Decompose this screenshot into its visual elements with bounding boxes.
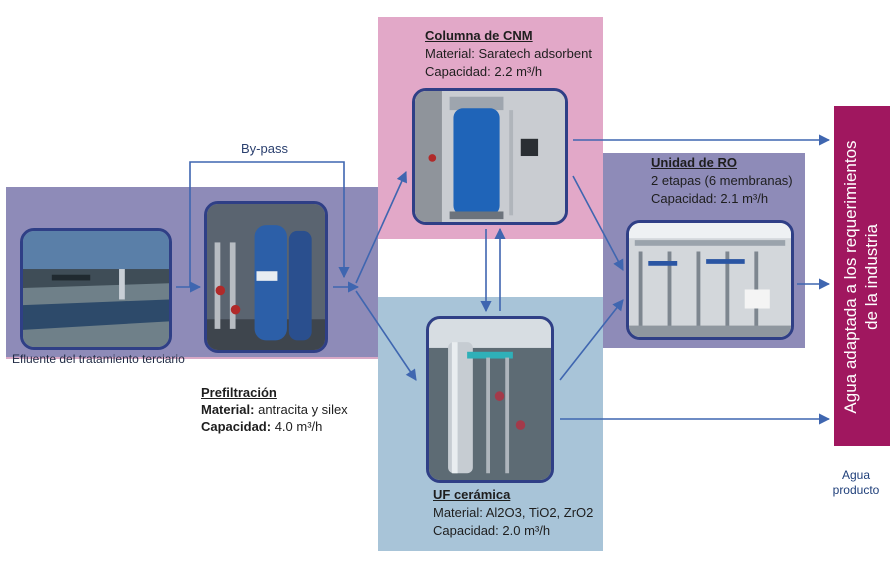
arrow-uf-to-ro [559,299,624,381]
uf-title: UF cerámica [433,487,511,502]
uf-ceramic-photo [426,316,554,483]
effluent-label: Efluente del tratamiento terciario [12,352,185,366]
ro-unit-photo [626,220,794,340]
product-bar [834,106,890,446]
product-vertical-line2: de la industria [862,224,882,330]
prefiltration-material-label: Material: [201,402,255,417]
uf-material: Material: Al2O3, TiO2, ZrO2 [433,505,594,520]
prefilter-photo [204,201,328,353]
cnm-title: Columna de CNM [425,28,533,43]
product-vertical-line1: Agua adaptada a los requerimientos [841,140,860,414]
product-vertical-text: Agua adaptada a los requerimientos de la… [840,127,884,427]
ro-title: Unidad de RO [651,155,737,170]
ro-capacity: Capacidad: 2.1 m³/h [651,191,769,206]
cnm-column-photo [412,88,568,225]
product-caption-line1: Agua [841,468,871,482]
uf-capacity: Capacidad: 2.0 m³/h [433,523,551,538]
ro-stages: 2 etapas (6 membranas) [651,173,793,188]
arrow-bypass [189,161,350,287]
effluent-tank-photo [20,228,172,350]
cnm-capacity: Capacidad: 2.2 m³/h [425,64,543,79]
arrow-split-to-uf [355,290,417,381]
prefiltration-material-value: antracita y silex [258,402,348,417]
product-caption: Agua producto [818,468,892,498]
arrow-cnm-to-ro [572,175,624,271]
bypass-label: By-pass [241,141,288,156]
prefiltration-title: Prefiltración [201,385,277,400]
product-caption-line2: producto [832,483,880,497]
prefiltration-material: Material: antracita y silex [201,402,348,418]
prefiltration-capacity-label: Capacidad: [201,419,272,434]
prefiltration-capacity-value: 4.0 m³/h [274,419,323,434]
cnm-material: Material: Saratech adsorbent [425,46,592,61]
prefiltration-capacity: Capacidad: 4.0 m³/h [201,419,322,435]
arrow-split-to-cnm [355,170,407,284]
